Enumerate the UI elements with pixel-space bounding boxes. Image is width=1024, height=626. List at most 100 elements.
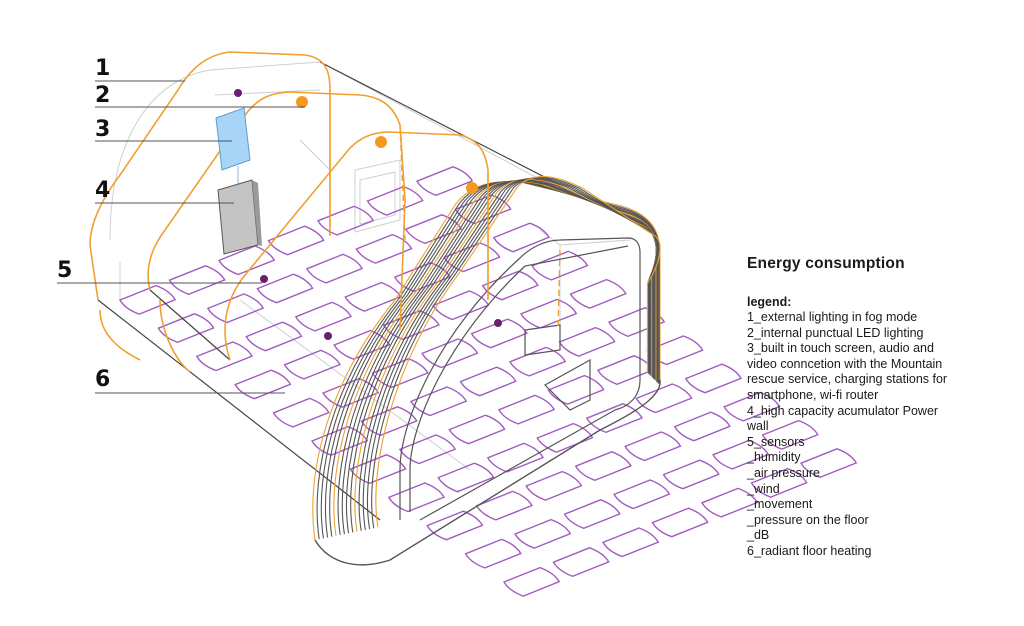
heating-loop	[398, 434, 457, 465]
heating-loop	[217, 245, 276, 276]
legend-line: smartphone, wi-fi router	[747, 387, 879, 402]
door-frame	[399, 237, 641, 521]
arch-rib	[333, 180, 658, 536]
heating-loop	[531, 250, 589, 281]
heating-loop	[700, 487, 759, 518]
heating-loop	[596, 355, 655, 386]
heating-loop	[366, 185, 424, 216]
heating-loop	[492, 222, 551, 253]
legend-line: _humidity	[747, 450, 801, 465]
arch-rib	[312, 181, 661, 541]
heating-loop	[322, 377, 380, 408]
arch-rib	[341, 180, 657, 535]
arch-rib	[366, 177, 659, 530]
shell-outlines	[89, 51, 489, 373]
heating-loop	[563, 499, 621, 530]
heating-loop	[272, 397, 330, 428]
legend-line: rescue service, charging stations for	[747, 372, 948, 387]
legend-line: video conncetion with the Mountain	[747, 356, 943, 371]
heating-loop	[195, 341, 254, 372]
heating-loop	[409, 386, 468, 417]
heating-loop	[486, 442, 545, 473]
sensor-dot	[494, 319, 502, 327]
heating-loop	[437, 462, 495, 493]
sensor-dots	[234, 89, 502, 340]
heating-loop	[613, 479, 671, 510]
touch-screen	[215, 107, 251, 192]
heating-loop	[355, 233, 413, 264]
radiant-floor-heating	[118, 166, 858, 597]
heating-loop	[750, 467, 808, 498]
heating-loop	[723, 391, 781, 422]
legend-lines: 1_external lighting in fog mode 2_intern…	[747, 310, 1009, 560]
heating-loop	[459, 366, 517, 397]
heating-loop	[387, 482, 446, 513]
legend-title: Energy consumption	[747, 255, 905, 272]
heating-loop	[574, 451, 632, 482]
heating-loop	[635, 383, 693, 414]
callout-leaders	[57, 80, 305, 394]
arch-rib	[375, 176, 661, 528]
heating-loop	[712, 439, 770, 470]
callout-number-1: 1	[95, 56, 110, 81]
heating-loop	[520, 298, 578, 329]
legend-line: _movement	[747, 497, 813, 512]
heating-loop	[651, 507, 709, 538]
sensor-dot	[324, 332, 332, 340]
heating-loop	[552, 547, 610, 578]
heating-loop	[349, 454, 407, 485]
heating-loop	[316, 205, 375, 236]
legend-line: 4_high capacity acumulator Power	[747, 403, 939, 418]
legend-line: _dB	[747, 528, 770, 543]
heating-loop	[234, 369, 292, 400]
shell-base-lines	[97, 61, 561, 521]
callout-number-5: 5	[57, 258, 72, 283]
heating-loop	[245, 321, 303, 352]
callout-number-2: 2	[95, 83, 110, 108]
heating-loop	[206, 293, 265, 324]
heating-loop	[421, 338, 479, 369]
callout-numbers: 1 2 3 4 5 6	[57, 56, 110, 392]
callout-number-4: 4	[95, 178, 110, 203]
light-dot	[375, 136, 387, 148]
heating-loop	[283, 349, 341, 380]
heating-loop	[558, 326, 616, 357]
heating-loop	[475, 490, 533, 521]
lighting-dots	[296, 96, 478, 194]
interior-structure-lines	[109, 61, 631, 471]
heating-loop	[371, 358, 429, 389]
legend-line: 2_internal punctual LED lighting	[747, 325, 924, 340]
heating-loop	[448, 414, 506, 445]
heating-loop	[601, 527, 660, 558]
arch-rib	[316, 181, 660, 540]
heating-loop	[508, 346, 567, 377]
arch-rib	[362, 177, 658, 531]
legend-line: 1_external lighting in fog mode	[747, 310, 918, 324]
arch-rib	[320, 181, 659, 539]
heating-loop	[426, 510, 484, 541]
arch-rib	[345, 179, 657, 534]
legend-line: 3_built in touch screen, audio and	[747, 341, 934, 356]
heating-loop	[157, 313, 215, 344]
heating-loop	[514, 518, 572, 549]
heating-loop	[525, 470, 583, 501]
light-dot	[466, 182, 478, 194]
heating-loop	[470, 318, 528, 349]
callout-number-6: 6	[95, 367, 110, 392]
legend-line: _air pressure	[747, 465, 820, 480]
callout-number-3: 3	[95, 117, 110, 142]
heating-loop	[624, 431, 682, 462]
arch-rib	[371, 176, 660, 529]
legend-line: 6_radiant floor heating	[747, 543, 872, 558]
sensor-dot	[260, 275, 268, 283]
heating-loop	[497, 394, 556, 425]
heating-loop	[294, 301, 353, 332]
arch-rib	[350, 179, 657, 533]
legend-panel: Energy consumption legend: 1_external li…	[747, 255, 1009, 560]
heating-loop	[464, 538, 522, 569]
heating-loop	[799, 448, 858, 479]
heating-loop	[502, 566, 561, 597]
heating-loop	[547, 374, 605, 405]
heating-loop	[569, 278, 627, 309]
